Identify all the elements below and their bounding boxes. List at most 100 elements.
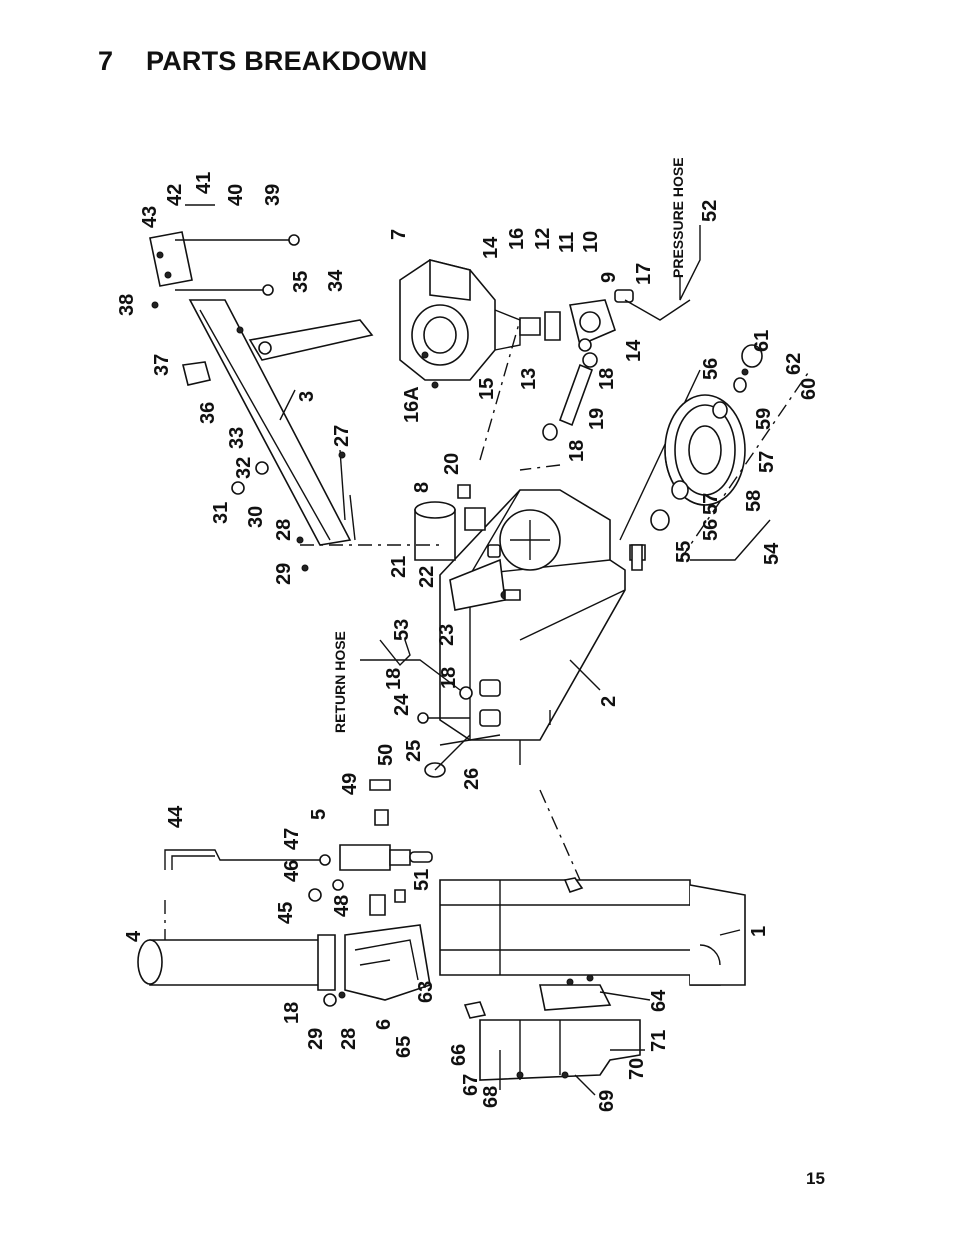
- part-label: 49: [339, 773, 361, 795]
- tank-part: [439, 489, 646, 765]
- part-label: 37: [151, 354, 173, 376]
- cradle-assembly: [463, 974, 641, 1081]
- part-label: 14: [480, 236, 502, 259]
- part-label: 71: [648, 1030, 670, 1052]
- part-label: 27: [331, 425, 353, 447]
- part-label: 66: [448, 1044, 470, 1066]
- part-label: 63: [415, 981, 437, 1003]
- part-label: 6: [373, 1019, 395, 1030]
- part-label: 33: [226, 427, 248, 449]
- part-label: 4: [123, 930, 145, 942]
- part-label: 59: [753, 408, 775, 430]
- part-label: 23: [436, 624, 458, 646]
- part-label: 29: [273, 563, 295, 585]
- part-label: 14: [623, 339, 645, 362]
- part-label: 18: [383, 668, 405, 690]
- part-label: 54: [761, 542, 783, 565]
- return-hose: [360, 659, 501, 778]
- part-label: 28: [338, 1028, 360, 1050]
- part-label: 18: [596, 368, 618, 390]
- part-label: 2: [598, 696, 620, 707]
- wheel-part: [650, 344, 763, 531]
- section-number: 7: [98, 46, 114, 76]
- pressure-hose-label: PRESSURE HOSE: [670, 157, 686, 278]
- part-label: 7: [388, 229, 410, 240]
- part-label: 62: [783, 353, 805, 375]
- part-label: 64: [648, 989, 670, 1012]
- part-label: 60: [798, 378, 820, 400]
- part-label: 17: [633, 263, 655, 285]
- part-label: 36: [197, 402, 219, 424]
- part-label: 26: [461, 768, 483, 790]
- center-lines: [300, 319, 811, 881]
- part-label: 12: [532, 228, 554, 250]
- part-label: 65: [393, 1036, 415, 1058]
- part-label: 58: [743, 490, 765, 512]
- part-label: 43: [139, 206, 161, 228]
- part-label: 48: [331, 895, 353, 917]
- part-label: 55: [673, 541, 695, 563]
- part-label: 56: [700, 358, 722, 380]
- part-label: 70: [626, 1058, 648, 1080]
- part-label: 16A: [401, 386, 423, 423]
- valve-assembly: [164, 779, 433, 940]
- part-label: 40: [225, 184, 247, 206]
- part-label: 20: [441, 453, 463, 475]
- bracket-assembly: [149, 204, 300, 309]
- part-label: 57: [756, 451, 778, 473]
- part-label: 34: [325, 269, 347, 292]
- leader-lines: [279, 225, 771, 1096]
- part-label: 11: [556, 232, 578, 253]
- section-title: PARTS BREAKDOWN: [146, 46, 428, 76]
- part-label: 46: [281, 860, 303, 882]
- part-label: 56: [700, 519, 722, 541]
- part-label: 15: [476, 378, 498, 400]
- part-label: 1: [748, 926, 770, 937]
- page-number: 15: [806, 1169, 825, 1188]
- part-label: 41: [193, 172, 215, 194]
- part-label: 3: [296, 391, 318, 402]
- part-label: 32: [233, 457, 255, 479]
- part-label: 10: [580, 231, 602, 253]
- part-label: 8: [411, 482, 433, 493]
- part-label: 57: [700, 493, 722, 515]
- part-label: 45: [275, 902, 297, 924]
- filter-assembly: [414, 484, 521, 601]
- return-hose-label: RETURN HOSE: [332, 631, 348, 733]
- part-label: 61: [751, 330, 773, 352]
- pump-assembly: [519, 289, 691, 368]
- part-label: 52: [699, 200, 721, 222]
- part-label: 38: [116, 294, 138, 316]
- part-label: 53: [391, 619, 413, 641]
- part-label: 18: [566, 440, 588, 462]
- part-label: 35: [290, 271, 312, 293]
- part-label: 18: [281, 1002, 303, 1024]
- section-heading: 7 PARTS BREAKDOWN: [98, 46, 428, 77]
- part-label: 47: [281, 828, 303, 850]
- part-label: 29: [305, 1028, 327, 1050]
- part-label: 5: [308, 809, 330, 820]
- part-label: 30: [245, 506, 267, 528]
- part-label: 50: [375, 744, 397, 766]
- part-label: 51: [411, 869, 433, 891]
- cylinder-part: [137, 934, 346, 1007]
- part-label: 18: [438, 667, 460, 689]
- part-label: 69: [596, 1090, 618, 1112]
- part-label: 25: [403, 740, 425, 762]
- part-label: 16: [506, 228, 528, 250]
- part-label: 68: [480, 1086, 502, 1108]
- part-label: 21: [388, 556, 410, 578]
- part-label: 24: [391, 693, 413, 716]
- part-label: 19: [586, 408, 608, 430]
- part-label: 67: [460, 1074, 482, 1096]
- beam-part: [439, 877, 746, 986]
- part-label: 31: [210, 502, 232, 524]
- part-label: 39: [262, 184, 284, 206]
- engine-part: [399, 258, 521, 389]
- part-label: 9: [598, 272, 620, 283]
- part-label: 28: [273, 519, 295, 541]
- part-label: 22: [416, 566, 438, 588]
- part-label: 42: [164, 184, 186, 206]
- axle-part: [542, 363, 701, 571]
